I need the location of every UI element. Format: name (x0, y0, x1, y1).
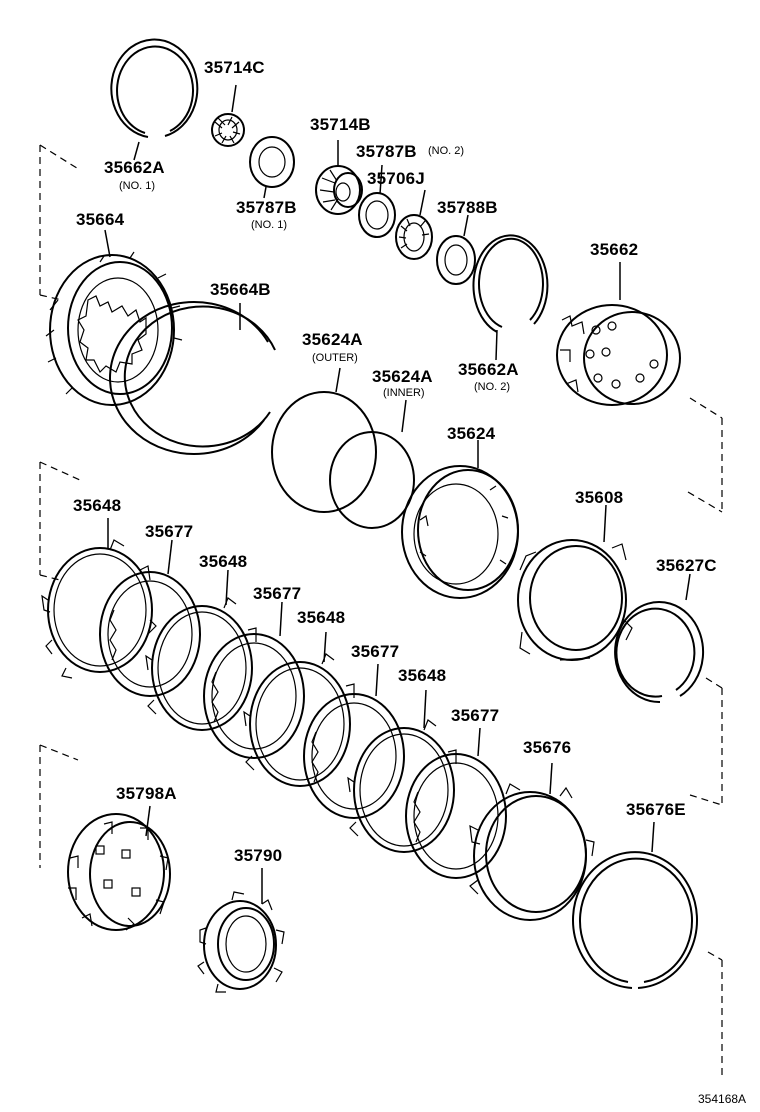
label-35677-d: 35677 (451, 706, 500, 725)
clutch-plate-35648-c (243, 631, 355, 787)
seal-ring-35624a-inner (329, 399, 415, 529)
group-bracket-top-left (39, 144, 81, 301)
clutch-disc-35677-c (303, 663, 405, 819)
clutch-disc-35677-d (405, 727, 507, 879)
gear-35790 (197, 868, 285, 993)
label-35798a: 35798A (116, 784, 177, 803)
diagram-reference-number: 354168A (698, 1092, 747, 1106)
label-35676e: 35676E (626, 800, 686, 819)
clutch-disc-35677-b (203, 601, 305, 759)
label-35662a-no1: 35662A (104, 158, 165, 177)
label-35648-c: 35648 (297, 608, 346, 627)
snap-ring-35676e (572, 821, 698, 989)
label-35662: 35662 (590, 240, 639, 259)
label-35706j: 35706J (367, 169, 425, 188)
label-35714b: 35714B (310, 115, 371, 134)
label-35648-a: 35648 (73, 496, 122, 515)
piston-35624 (401, 440, 519, 599)
one-way-clutch-35798a (67, 805, 171, 931)
snap-ring-35627c (614, 573, 705, 704)
label-35714c: 35714C (204, 58, 265, 77)
label-35662a-no2: 35662A (458, 360, 519, 379)
group-bracket-low-left (39, 744, 79, 868)
note-35662a-no1: (NO. 1) (119, 180, 156, 192)
washer-35787b-no1 (249, 136, 295, 199)
label-35624a-outer: 35624A (302, 330, 363, 349)
label-35790: 35790 (234, 846, 283, 865)
plate-35608 (517, 504, 633, 661)
group-bracket-mid-right (689, 677, 723, 806)
washer-35787b-no2 (358, 164, 396, 238)
flange-35676 (469, 762, 595, 921)
clutch-plate-35648-a (41, 518, 157, 679)
label-35608: 35608 (575, 488, 624, 507)
clutch-plate-35648-b (145, 569, 257, 731)
label-35664: 35664 (76, 210, 125, 229)
snap-ring-35662a-no2 (472, 234, 549, 361)
bearing-35714b (315, 140, 363, 215)
label-35677-b: 35677 (253, 584, 302, 603)
label-35624a-inner: 35624A (372, 367, 433, 386)
clutch-plate-35648-d (347, 689, 457, 853)
group-bracket-mid-left (39, 461, 81, 581)
label-35677-a: 35677 (145, 522, 194, 541)
note-35787b-no2: (NO. 2) (428, 145, 465, 157)
snap-ring-35664b (109, 300, 276, 455)
label-35676: 35676 (523, 738, 572, 757)
bearing-35714c (211, 84, 245, 147)
note-35624a-outer: (OUTER) (312, 352, 358, 364)
clutch-drum-35664 (45, 229, 183, 406)
label-35648-b: 35648 (199, 552, 248, 571)
washer-35788b (436, 214, 476, 285)
clutch-disc-35677-a (99, 539, 201, 697)
label-35787b-no2: 35787B (356, 142, 417, 161)
label-35664b: 35664B (210, 280, 271, 299)
label-35627c: 35627C (656, 556, 717, 575)
note-35787b-no1: (NO. 1) (251, 219, 288, 231)
snap-ring-35662a-no1 (110, 38, 199, 161)
label-35648-d: 35648 (398, 666, 447, 685)
note-35662a-no2: (NO. 2) (474, 381, 511, 393)
group-bracket-low-right (707, 951, 723, 1075)
bearing-35706j (395, 189, 433, 260)
label-35624: 35624 (447, 424, 496, 443)
seal-ring-35624a-outer (271, 367, 377, 513)
label-35788b: 35788B (437, 198, 498, 217)
group-bracket-top-right (687, 397, 723, 513)
label-35677-c: 35677 (351, 642, 400, 661)
label-35787b-no1: 35787B (236, 198, 297, 217)
note-35624a-inner: (INNER) (383, 387, 425, 399)
clutch-hub-35662 (556, 262, 681, 406)
